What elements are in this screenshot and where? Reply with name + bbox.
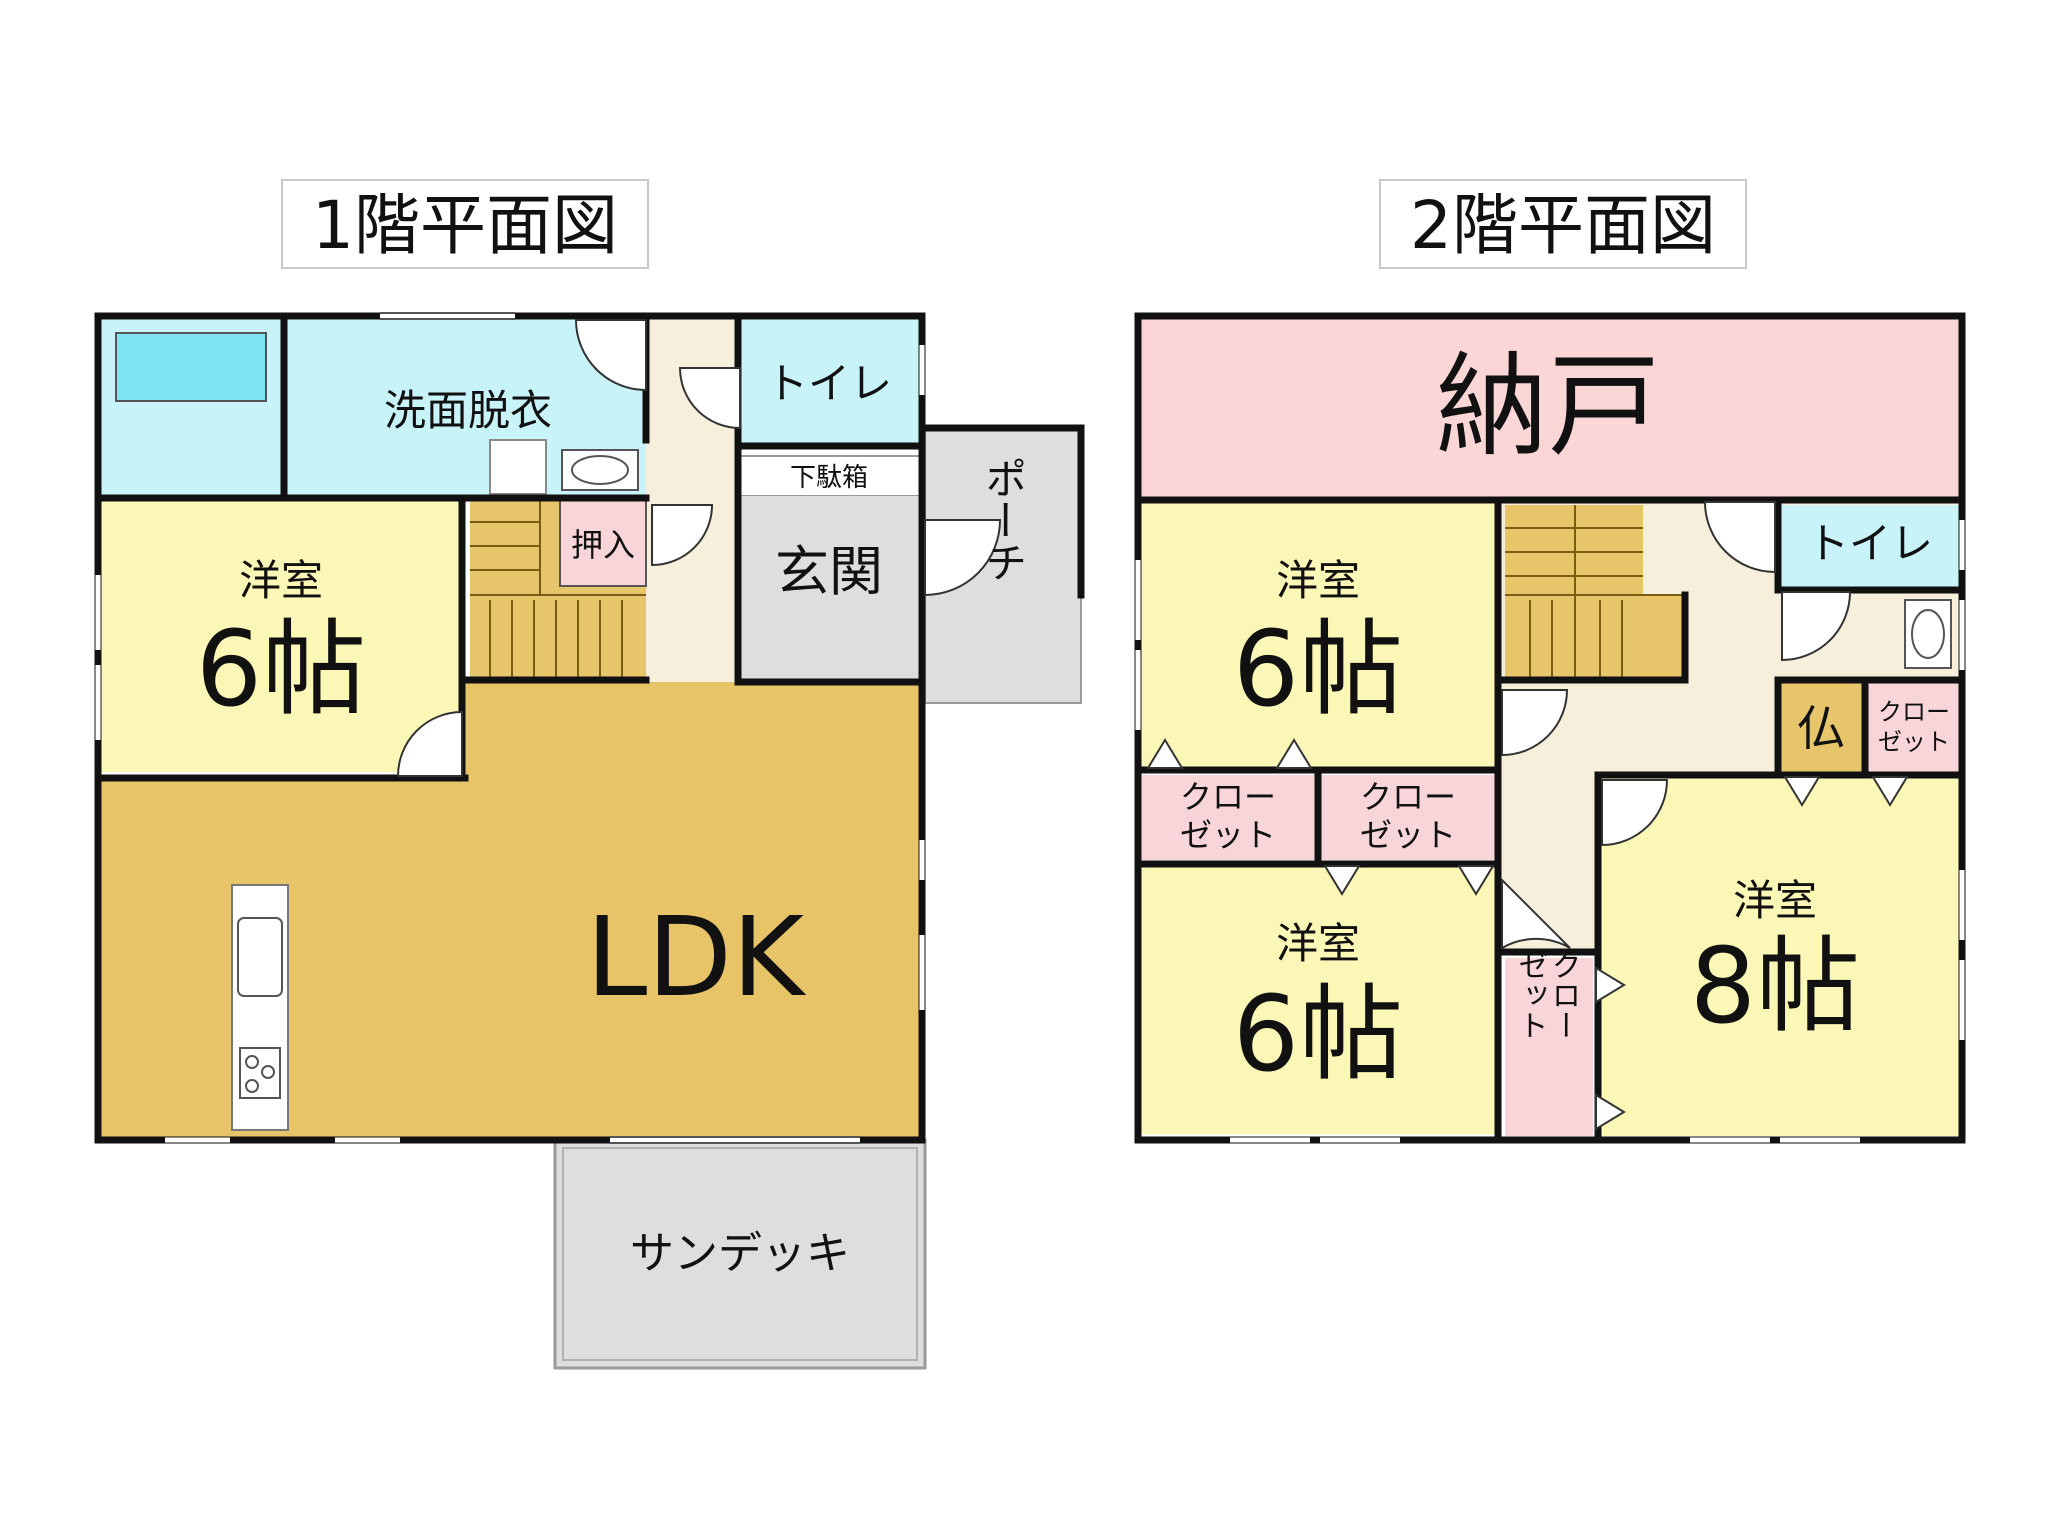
sundeck-area [553, 1138, 927, 1370]
western-room-c-area [1600, 778, 1962, 1136]
kitchen-sink-icon [237, 917, 283, 997]
altar-area [1780, 682, 1862, 772]
western-room-a-label: 洋室 [1276, 556, 1360, 605]
toilet2-area [1780, 505, 1962, 587]
floor2-title-box: 2階平面図 [1379, 179, 1747, 269]
floor1-title: 1階平面図 [312, 187, 618, 264]
toilet1-label: トイレ [766, 359, 892, 408]
western-room-c-label: 洋室 [1733, 876, 1817, 925]
western-room-a-size: 6帖 [1233, 608, 1403, 730]
washer-icon [489, 439, 547, 495]
closet-small-label-2: ゼット [1878, 728, 1950, 756]
closet-left-label-1: クロー [1180, 778, 1276, 816]
floor1-title-box: 1階平面図 [281, 179, 649, 269]
western-room-b-size: 6帖 [1233, 973, 1403, 1095]
closet-mid-area [1320, 775, 1496, 860]
closet-mid-label-1: クロー [1360, 778, 1456, 816]
closet-small-area [1868, 682, 1960, 772]
bathtub [115, 332, 267, 402]
closet-1-area [559, 499, 647, 587]
floor2-plan: 納戸 トイレ 洋室 6帖 洋室 6帖 洋室 8帖 仏 クロー ゼット クロー ゼ… [1134, 312, 1966, 1144]
washroom-label: 洗面脱衣 [384, 386, 552, 435]
closet-vertical-area [1505, 958, 1593, 1136]
closet-vertical-label-2: ゼット [1513, 950, 1548, 1040]
storage-area [1140, 316, 1962, 498]
closet-left-label-2: ゼット [1180, 816, 1276, 854]
western-room-1-size: 6帖 [196, 608, 366, 730]
floor1-plan: 洗面脱衣 トイレ 下駄箱 押入 玄関 ポーチ 洋室 6帖 LDK サンデッキ [94, 312, 1085, 1370]
closet-vertical-label-1: クロー [1546, 950, 1581, 1040]
western-room-1-label: 洋室 [239, 556, 323, 605]
entrance-label: 玄関 [775, 540, 883, 603]
ldk-label: LDK [586, 893, 807, 1021]
western-room-b-area [1140, 866, 1496, 1134]
toilet1-area [738, 318, 920, 444]
western-room-1-area [98, 500, 460, 772]
floor2-title: 2階平面図 [1410, 187, 1716, 264]
entrance-area [738, 496, 920, 682]
western-room-a-area [1140, 502, 1496, 768]
closet-small-label-1: クロー [1878, 698, 1950, 726]
altar-label: 仏 [1797, 701, 1845, 757]
toilet2-label: トイレ [1807, 519, 1933, 568]
western-room-b-label: 洋室 [1276, 919, 1360, 968]
closet-mid-label-2: ゼット [1360, 816, 1456, 854]
ldk-area [98, 682, 920, 1137]
closet-1-label: 押入 [571, 526, 635, 564]
shoe-box-label: 下駄箱 [790, 463, 868, 493]
closet-left-area [1140, 775, 1315, 860]
storage-label: 納戸 [1436, 342, 1660, 472]
porch-label: ポーチ [979, 457, 1028, 583]
sundeck-label: サンデッキ [630, 1228, 850, 1279]
western-room-c-size: 8帖 [1690, 925, 1860, 1047]
